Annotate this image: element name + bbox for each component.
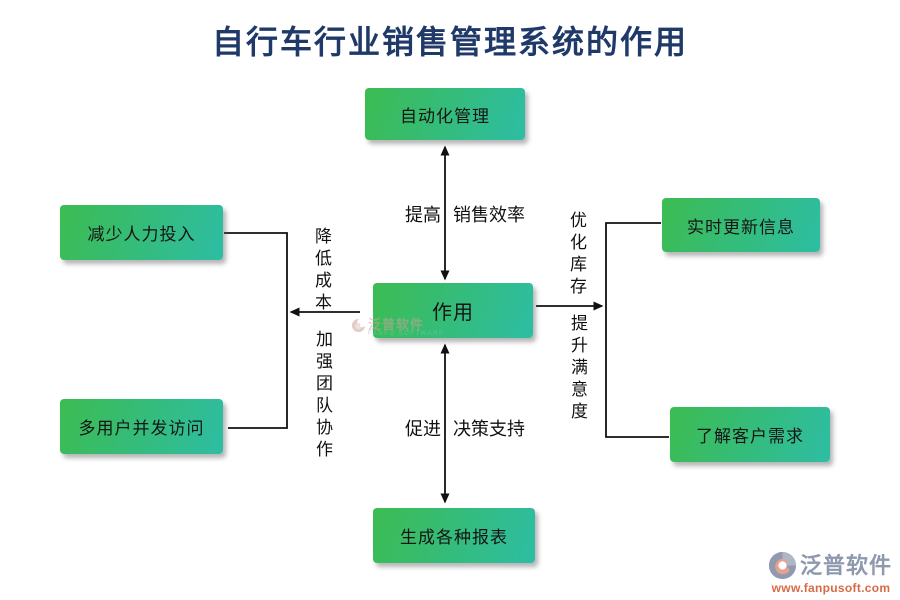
- edge-label-improve-satisfaction: 提升满意度: [568, 314, 587, 424]
- node-label: 自动化管理: [400, 106, 490, 126]
- brand-block: 泛普软件 www.fanpusoft.com: [768, 551, 894, 595]
- edge-label-promote: 促进: [405, 419, 441, 439]
- node-generate-reports: 生成各种报表: [373, 508, 535, 563]
- node-automated-management: 自动化管理: [365, 88, 525, 140]
- node-reduce-manpower: 减少人力投入: [60, 205, 223, 260]
- brand-row: 泛普软件: [768, 551, 894, 580]
- node-center-role: 作用: [373, 283, 533, 338]
- node-realtime-info: 实时更新信息: [662, 198, 820, 252]
- node-label: 实时更新信息: [687, 217, 795, 237]
- edge-label-team-collaboration: 加强团队协作: [313, 330, 332, 462]
- page-title: 自行车行业销售管理系统的作用: [211, 24, 688, 60]
- edge-left-bracket: [224, 232, 288, 429]
- brand-name: 泛普软件: [800, 552, 893, 578]
- edge-label-sales-efficiency: 销售效率: [453, 205, 525, 225]
- node-label: 生成各种报表: [400, 528, 508, 547]
- edge-label-optimize-inventory: 优化库存: [567, 211, 586, 299]
- node-multiuser-access: 多用户并发访问: [60, 399, 223, 454]
- edge-label-improve: 提高: [405, 205, 441, 225]
- fanpu-logo-icon: [768, 551, 797, 580]
- edge-label-decision-support: 决策支持: [453, 419, 525, 439]
- edge-label-reduce-cost: 降低成本: [312, 227, 331, 315]
- node-customer-needs: 了解客户需求: [670, 407, 830, 462]
- node-label: 多用户并发访问: [78, 419, 205, 438]
- node-label: 了解客户需求: [696, 427, 804, 446]
- node-label: 减少人力投入: [87, 225, 196, 244]
- brand-url: www.fanpusoft.com: [771, 581, 891, 595]
- edge-right-bracket: [605, 222, 669, 438]
- node-label: 作用: [432, 302, 474, 324]
